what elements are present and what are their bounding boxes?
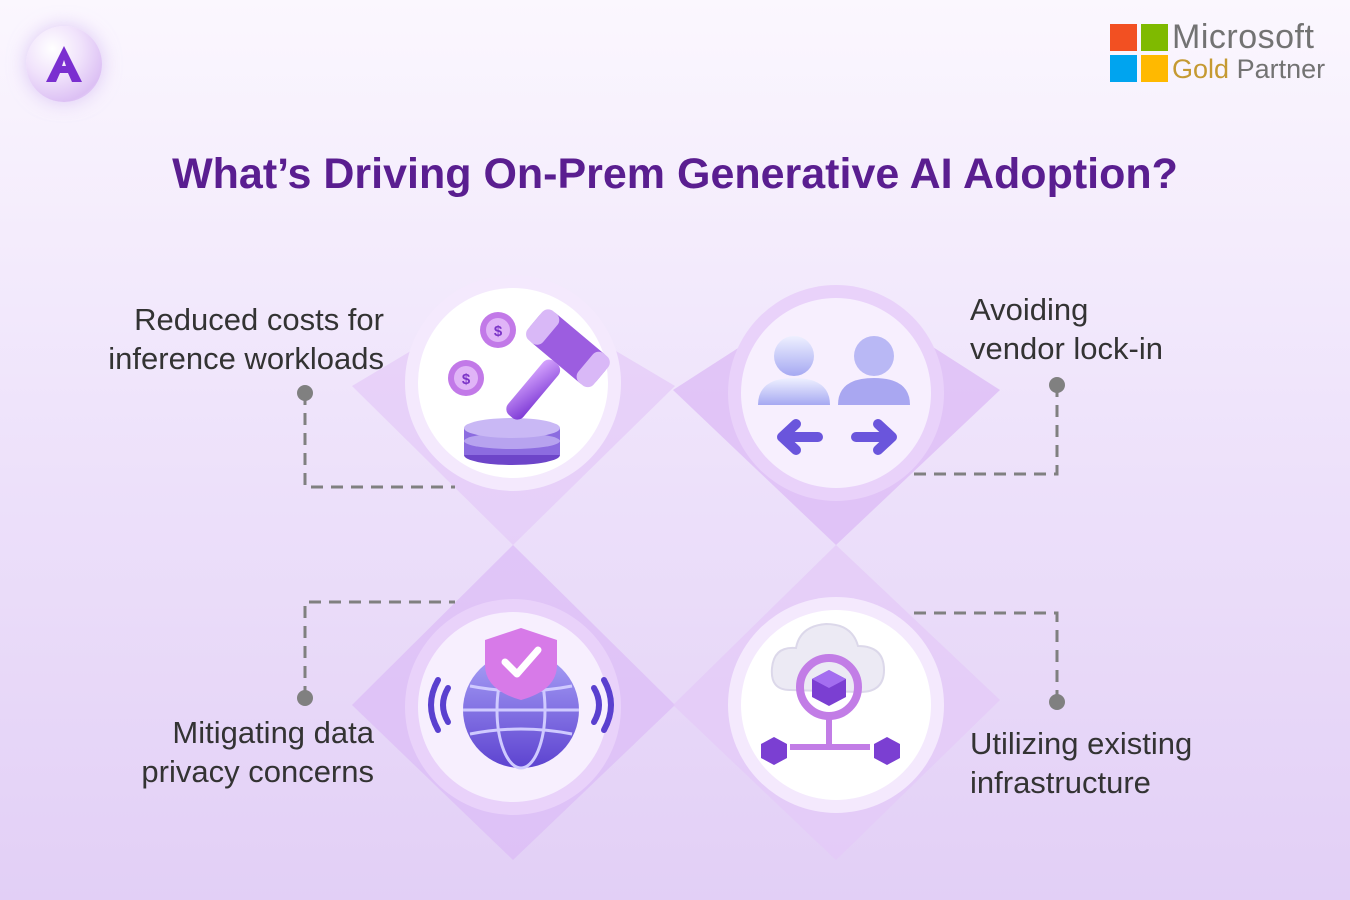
connector-dot [1049,694,1065,710]
label-reduced-costs: Reduced costs for inference workloads [108,300,384,378]
connector-bottom-left [303,600,455,698]
label-existing-infrastructure: Utilizing existing infrastructure [970,724,1192,802]
svg-text:$: $ [462,371,471,388]
svg-text:$: $ [494,323,503,340]
connector-dots [297,377,1065,710]
microsoft-windows-icon [1110,24,1168,82]
label-line: Mitigating data [172,715,374,750]
switch-users-icon [758,336,910,455]
shield-globe-icon [428,628,614,770]
cost-gavel-coins-icon: $ $ [448,309,610,465]
connector-dot [297,385,313,401]
label-data-privacy: Mitigating data privacy concerns [141,713,374,791]
label-line: vendor lock-in [970,331,1163,366]
label-line: Reduced costs for [134,302,384,337]
connector-bottom-right [908,611,1059,702]
label-line: infrastructure [970,765,1151,800]
label-avoiding-lock-in: Avoiding vendor lock-in [970,290,1163,368]
gold-text: Gold [1172,54,1230,84]
gold-partner-text: Gold Partner [1172,54,1325,85]
brand-logo [26,26,102,102]
a-logo-icon [46,46,82,82]
connector-dot [297,690,313,706]
partner-text: Partner [1236,54,1326,84]
connector-top-left [303,393,455,489]
microsoft-gold-partner-logo: Microsoft Gold Partner [1110,18,1332,85]
microsoft-wordmark: Microsoft [1172,18,1315,56]
page-title: What’s Driving On-Prem Generative AI Ado… [172,150,1178,198]
label-line: inference workloads [108,341,384,376]
cloud-network-icon [761,622,900,765]
label-line: privacy concerns [141,754,374,789]
connector-dot [1049,377,1065,393]
connector-top-right [908,385,1059,476]
connector-lines [303,385,1059,702]
label-line: Utilizing existing [970,726,1193,761]
label-line: Avoiding [970,292,1089,327]
